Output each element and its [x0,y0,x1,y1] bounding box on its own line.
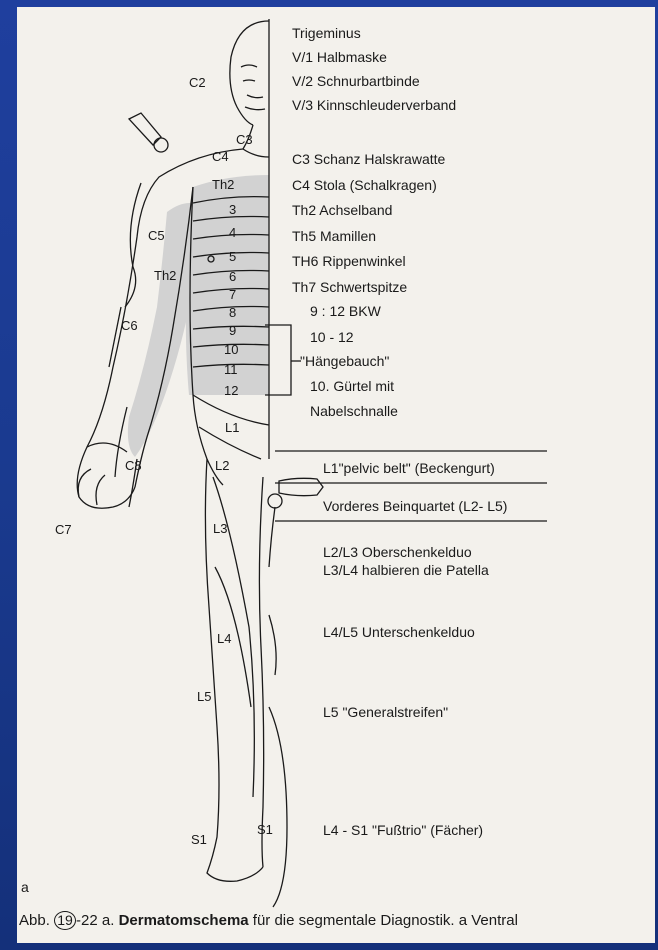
caption-number: -22 a. [76,912,114,929]
panel-letter: a [21,879,29,895]
label-l2-body: L2 [215,459,229,473]
text-v2: V/2 Schnurbartbinde [292,73,420,89]
text-v1: V/1 Halbmaske [292,49,387,65]
text-l3l4: L3/L4 halbieren die Patella [323,562,489,578]
text-th6: TH6 Rippenwinkel [292,253,406,269]
caption-prefix: Abb. [19,912,50,929]
leg-inner [259,477,263,867]
label-th2-chest: Th2 [212,178,234,192]
text-v3: V/3 Kinnschleuderverband [292,97,456,113]
text-th7: Th7 Schwertspitze [292,279,407,295]
label-c8: C8 [125,459,142,473]
fingers [78,469,105,505]
scanned-figure: C2 C3 C4 Th2 3 4 5 6 7 8 9 10 11 12 C5 T… [17,7,655,943]
label-c4: C4 [212,150,229,164]
caption-title: Dermatomschema [119,912,249,929]
label-11: 11 [224,363,238,377]
text-c4: C4 Stola (Schalkragen) [292,177,437,193]
label-10: 10 [224,343,238,357]
text-trigeminus: Trigeminus [292,25,361,41]
text-guertel: 10. Gürtel mit [310,378,394,394]
label-c2: C2 [189,76,206,90]
label-c7: C7 [55,523,72,537]
text-beinquartet: Vorderes Beinquartet (L2- L5) [323,498,507,514]
label-th2-arm: Th2 [154,269,176,283]
label-9: 9 [229,324,236,338]
label-c6: C6 [121,319,138,333]
text-bkw: 9 : 12 BKW [310,303,381,319]
label-12: 12 [224,384,238,398]
label-l1-body: L1 [225,421,239,435]
label-c3-neck: C3 [236,133,253,147]
label-l3-body: L3 [213,522,227,536]
text-th5: Th5 Mamillen [292,228,376,244]
text-l2l3: L2/L3 Oberschenkelduo [323,544,472,560]
text-l5: L5 "Generalstreifen" [323,704,448,720]
text-10-12: 10 - 12 [310,329,354,345]
label-6: 6 [229,270,236,284]
label-l5-body: L5 [197,690,211,704]
label-s1-left: S1 [191,833,207,847]
label-5: 5 [229,250,236,264]
label-s1-right: S1 [257,823,273,837]
text-nabelschnalle: Nabelschnalle [310,403,398,419]
figure-caption: Abb. 19-22 a. Dermatomschema für die seg… [19,911,518,930]
caption-chapter-circle: 19 [54,911,76,930]
face-features [241,65,265,110]
text-l4l5: L4/L5 Unterschenkelduo [323,624,475,640]
text-c3: C3 Schanz Halskrawatte [292,151,445,167]
text-l1: L1"pelvic belt" (Beckengurt) [323,460,495,476]
text-l4s1: L4 - S1 "Fußtrio" (Fächer) [323,822,483,838]
label-7: 7 [229,288,236,302]
shaded-regions [128,175,269,457]
text-th2: Th2 Achselband [292,202,392,218]
label-c5: C5 [148,229,165,243]
label-3: 3 [229,203,236,217]
caption-rest: für die segmentale Diagnostik. a Ventral [253,912,518,929]
label-8: 8 [229,306,236,320]
label-4: 4 [229,226,236,240]
text-haengebauch: "Hängebauch" [300,353,389,369]
label-l4-body: L4 [217,632,231,646]
